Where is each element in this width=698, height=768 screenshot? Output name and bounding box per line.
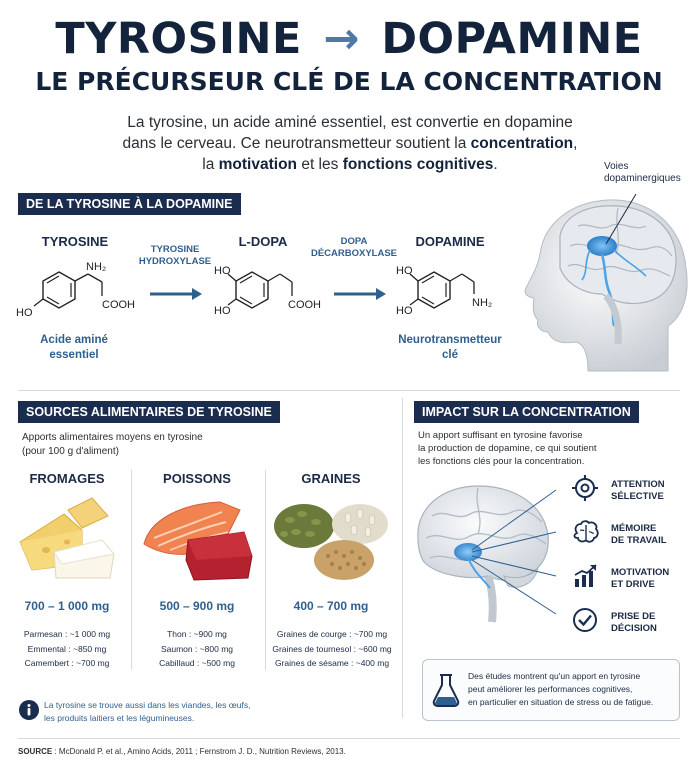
ldopa-structure: HO HO COOH <box>214 265 321 317</box>
head-brain-illustration <box>524 193 688 372</box>
section-vertical-divider <box>402 398 403 718</box>
impact-label-memory: MÉMOIRE DE TRAVAIL <box>611 523 667 546</box>
column-divider <box>265 470 266 670</box>
sources-heading: SOURCES ALIMENTAIRES DE TYROSINE <box>18 401 280 423</box>
tyrosine-cooh: COOH <box>102 299 135 311</box>
ldopa-title: L-DOPA <box>238 234 288 249</box>
list-item: Graines de sésame : ~400 mg <box>274 658 390 668</box>
page-title: TYROSINE → DOPAMINE <box>0 14 698 64</box>
dopamine-ho-1: HO <box>396 265 413 277</box>
impact-intro: Un apport suffisant en tyrosine favorise… <box>418 430 597 467</box>
section-divider <box>18 390 680 391</box>
dopamine-title: DOPAMINE <box>415 234 485 249</box>
brain-pathway-label: Voies dopaminergiques <box>604 161 681 184</box>
list-seeds: Graines de courge : ~700 mg Graines de t… <box>266 627 398 671</box>
list-item: Parmesan : ~1 000 mg <box>23 629 111 639</box>
list-item: Cabillaud : ~500 mg <box>159 658 235 668</box>
source-citation: SOURCE : McDonald P. et al., Amino Acids… <box>18 747 346 756</box>
check-icon <box>573 608 597 632</box>
ldopa-ho-1: HO <box>214 265 231 277</box>
impact-label-attention: ATTENTION SÉLECTIVE <box>611 479 665 502</box>
range-cheese: 700 – 1 000 mg <box>24 599 110 613</box>
list-item: Camembert : ~700 mg <box>24 658 110 668</box>
list-item: Thon : ~900 mg <box>167 629 227 639</box>
cheese-illustration <box>19 497 115 579</box>
title-right: DOPAMINE <box>381 14 643 64</box>
intro-text: La tyrosine, un acide aminé essentiel, e… <box>90 112 610 175</box>
chart-up-icon <box>574 564 597 587</box>
food-title-fish: POISSONS <box>163 471 231 486</box>
impact-label-motivation: MOTIVATION ET DRIVE <box>611 567 670 590</box>
impact-label-decision: PRISE DE DÉCISION <box>611 611 657 634</box>
pathway-heading: DE LA TYROSINE À LA DOPAMINE <box>18 193 241 215</box>
target-icon <box>572 475 598 501</box>
list-item: Emmental : ~850 mg <box>27 643 107 654</box>
dopamine-ho-2: HO <box>396 305 413 317</box>
page-subtitle: LE PRÉCURSEUR CLÉ DE LA CONCENTRATION <box>35 67 663 96</box>
flask-icon <box>432 674 460 707</box>
list-item: Graines de courge : ~700 mg <box>276 629 388 639</box>
intro-line-1: La tyrosine, un acide aminé essentiel, e… <box>127 114 573 131</box>
study-callout <box>422 659 680 721</box>
list-item: Graines de tournesol : ~600 mg <box>272 643 392 654</box>
seeds-illustration <box>274 504 388 580</box>
list-cheese: Parmesan : ~1 000 mg Emmental : ~850 mg … <box>10 627 124 671</box>
info-note: La tyrosine se trouve aussi dans les via… <box>44 700 251 723</box>
tyrosine-structure: NH₂ COOH HO <box>16 261 135 319</box>
arrow-2-icon <box>334 288 386 300</box>
food-title-seeds: GRAINES <box>301 471 361 486</box>
fish-illustration <box>143 501 253 581</box>
arrow-1-icon <box>150 288 202 300</box>
tyrosine-ho: HO <box>16 307 33 319</box>
impact-heading: IMPACT SUR LA CONCENTRATION <box>414 401 639 423</box>
column-divider <box>131 470 132 670</box>
title-arrow: → <box>323 14 360 64</box>
enzyme-2-label: DOPA DÉCARBOXYLASE <box>310 236 398 259</box>
tyrosine-caption: Acide aminé essentiel <box>40 334 108 361</box>
range-fish: 500 – 900 mg <box>159 599 235 613</box>
intro-line-2: dans le cerveau. Ce neurotransmetteur so… <box>122 135 578 152</box>
tyrosine-nh2: NH₂ <box>86 261 106 273</box>
sources-intro: Apports alimentaires moyens en tyrosine … <box>22 432 203 457</box>
list-fish: Thon : ~900 mg Saumon : ~800 mg Cabillau… <box>140 627 254 671</box>
connector-lines <box>471 489 557 615</box>
tyrosine-title: TYROSINE <box>41 234 109 249</box>
intro-line-3: la motivation et les fonctions cognitive… <box>202 156 498 173</box>
enzyme-1-label: TYROSINE HYDROXYLASE <box>138 244 212 267</box>
info-icon <box>19 700 39 720</box>
list-item: Saumon : ~800 mg <box>160 643 234 654</box>
food-title-cheese: FROMAGES <box>29 471 105 486</box>
title-left: TYROSINE <box>55 14 302 64</box>
dopamine-caption: Neurotransmetteur clé <box>398 334 502 361</box>
study-text: Des études montrent qu'un apport en tyro… <box>468 671 654 707</box>
footer-divider <box>18 738 680 739</box>
ldopa-ho-2: HO <box>214 305 231 317</box>
range-seeds: 400 – 700 mg <box>293 599 369 613</box>
brain-icon <box>573 520 599 543</box>
dopamine-nh2: NH₂ <box>472 297 492 309</box>
ldopa-cooh: COOH <box>288 299 321 311</box>
dopamine-structure: HO HO NH₂ <box>396 265 492 317</box>
